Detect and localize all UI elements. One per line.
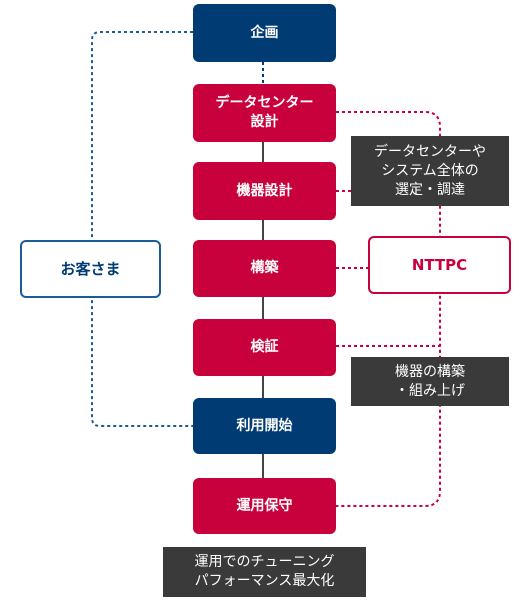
step-start-of-use-label: 利用開始	[236, 417, 293, 434]
note-selection-text: データセンターや システム全体の 選定・調達	[374, 143, 486, 198]
step-start-of-use: 利用開始	[193, 398, 336, 454]
note-tuning-text: 運用でのチューニング パフォーマンス最大化	[194, 554, 335, 589]
step-construction-label: 構築	[250, 260, 279, 276]
step-equipment-design: 機器設計	[193, 162, 336, 220]
customer-label: お客さま	[60, 259, 121, 278]
provider-connector	[336, 111, 441, 507]
provider-label: NTTPC	[411, 255, 468, 274]
customer-box: お客さま	[20, 240, 161, 298]
step-planning: 企画	[193, 4, 336, 62]
step-equipment-design-label: 機器設計	[236, 182, 293, 199]
step-datacenter-design-label: データセンター 設計	[215, 95, 314, 130]
step-verification: 検証	[193, 319, 336, 376]
note-selection: データセンターや システム全体の 選定・調達	[351, 136, 509, 206]
step-datacenter-design: データセンター 設計	[193, 84, 336, 142]
step-construction: 構築	[193, 240, 336, 297]
step-operation-maintenance-label: 運用保守	[236, 497, 293, 514]
step-verification-label: 検証	[250, 339, 279, 355]
step-operation-maintenance: 運用保守	[193, 478, 336, 534]
note-build: 機器の構築 ・組み上げ	[351, 357, 509, 406]
note-tuning: 運用でのチューニング パフォーマンス最大化	[163, 547, 366, 597]
customer-connector	[91, 31, 193, 427]
step-planning-label: 企画	[250, 24, 279, 41]
provider-box: NTTPC	[368, 236, 511, 294]
note-build-text: 機器の構築 ・組み上げ	[395, 363, 465, 399]
